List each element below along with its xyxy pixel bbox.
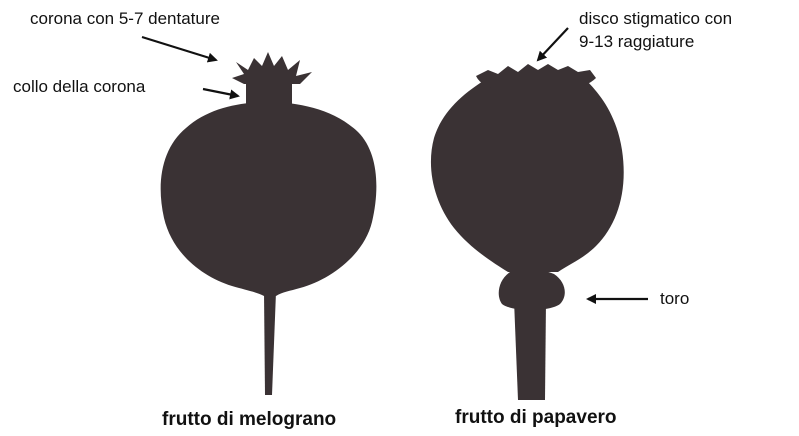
- pomegranate-body: [161, 102, 377, 296]
- pomegranate-silhouette: [161, 52, 377, 395]
- poppy-capsule: [431, 78, 624, 272]
- poppy-stigmatic-disc: [476, 64, 596, 90]
- poppy-disc-label-line2: 9-13 raggiature: [579, 31, 694, 52]
- pomegranate-caption: frutto di melograno: [162, 409, 336, 431]
- poppy-torus: [499, 269, 565, 310]
- crown-arrow: [142, 37, 216, 60]
- poppy-caption: frutto di papavero: [455, 407, 617, 429]
- disc-arrow: [538, 28, 568, 60]
- poppy-stalk: [514, 300, 546, 400]
- pomegranate-crown: [232, 52, 312, 84]
- poppy-disc-label-line1: disco stigmatico con: [579, 8, 732, 29]
- poppy-silhouette: [431, 64, 624, 400]
- poppy-torus-label: toro: [660, 288, 689, 309]
- pomegranate-stem: [264, 292, 276, 395]
- neck-arrow: [203, 89, 238, 96]
- pomegranate-crown-label: corona con 5-7 dentature: [30, 8, 220, 29]
- pomegranate-neck-label: collo della corona: [13, 76, 145, 97]
